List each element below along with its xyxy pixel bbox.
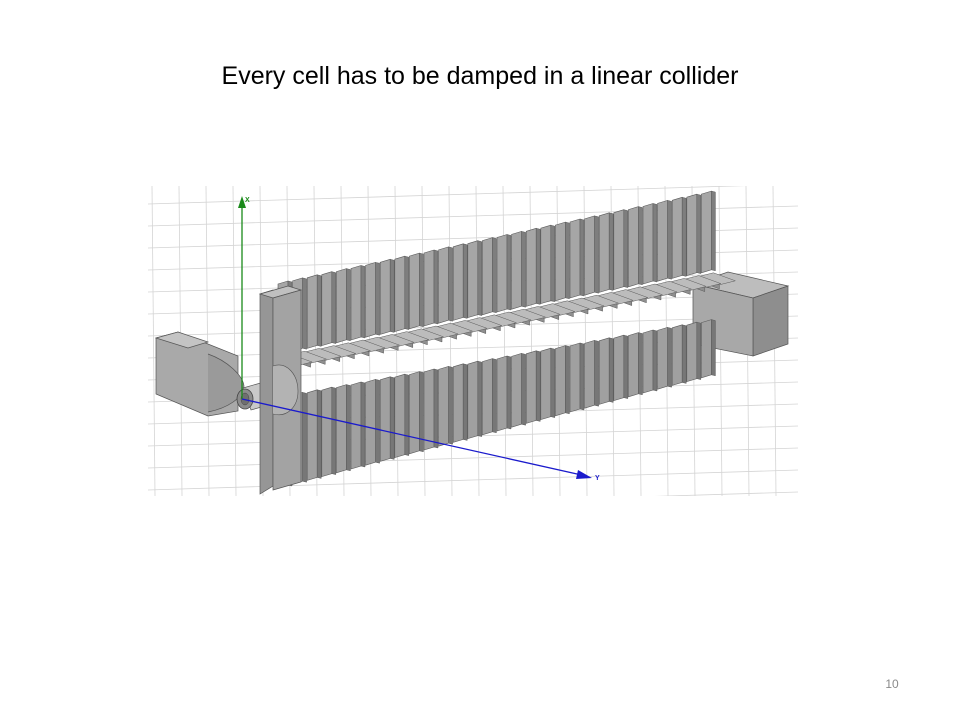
grid-line-horizontal [654, 491, 798, 496]
damped-cell [316, 271, 357, 478]
grid-line-vertical [475, 186, 480, 496]
damped-cell [433, 246, 474, 447]
damped-cell [448, 243, 489, 443]
grid-line-vertical [205, 186, 210, 496]
grid-line-vertical [232, 186, 237, 496]
front-end-cell [258, 285, 303, 495]
damped-cell [404, 252, 445, 455]
damped-cell [302, 274, 343, 481]
damped-cell [623, 206, 664, 398]
grid-line-vertical [151, 186, 156, 496]
accelerator-structure-figure: X Y [148, 186, 798, 496]
damped-cell [506, 230, 547, 428]
slide-title: Every cell has to be damped in a linear … [221, 62, 739, 90]
damped-cell [594, 212, 635, 405]
damped-cell [462, 240, 503, 440]
damped-cell [696, 190, 737, 379]
structure-3d-render: X Y [148, 186, 798, 496]
grid-line-horizontal [148, 186, 747, 205]
y-axis-label: Y [595, 475, 600, 482]
x-axis-label: X [245, 197, 250, 204]
coordinate-axes: X Y [238, 196, 600, 482]
y-axis-line [241, 398, 587, 477]
damped-cells [273, 190, 737, 489]
grid-line-horizontal [148, 469, 798, 491]
damped-cell [331, 268, 372, 474]
y-axis-arrowhead [576, 470, 592, 479]
damped-cell [492, 234, 532, 432]
page-number: 10 [885, 677, 899, 691]
x-axis-arrowhead [238, 196, 246, 208]
damping-waveguide-left [154, 331, 245, 417]
grid-line-vertical [448, 186, 453, 496]
damped-cell [521, 227, 562, 424]
damped-cell [550, 221, 591, 417]
damped-cell [375, 258, 416, 462]
grid-line-horizontal [148, 447, 798, 469]
damped-cell [652, 199, 693, 390]
grid-line-vertical [502, 186, 507, 496]
